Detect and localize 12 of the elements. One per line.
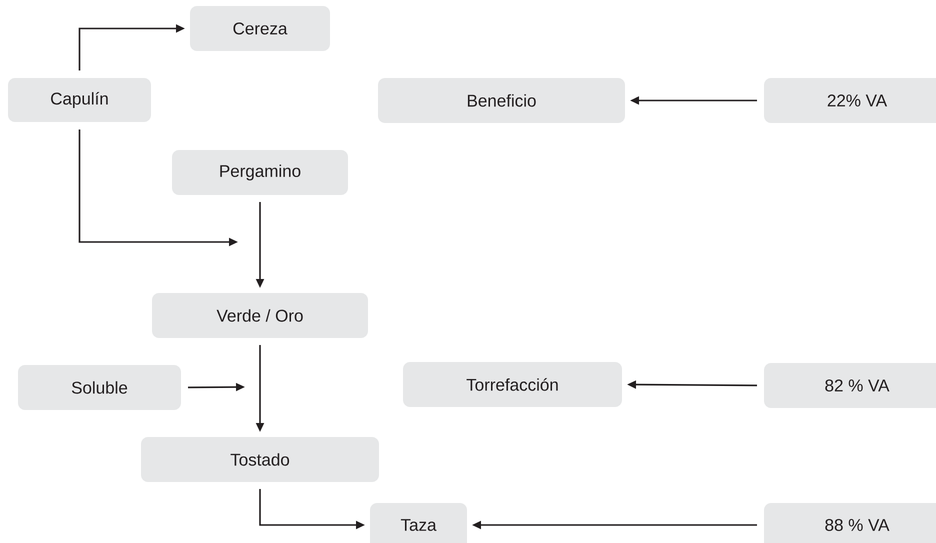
process-box: 82 % VA bbox=[764, 363, 936, 408]
process-box: Capulín bbox=[8, 78, 151, 122]
process-box: Cereza bbox=[190, 6, 330, 51]
process-box: Pergamino bbox=[172, 150, 348, 195]
process-box: Beneficio bbox=[378, 78, 625, 123]
process-box: Taza bbox=[370, 503, 467, 543]
process-box: Soluble bbox=[18, 365, 181, 410]
process-box: 88 % VA bbox=[764, 503, 936, 543]
process-box: Tostado bbox=[141, 437, 379, 482]
process-box: Torrefacción bbox=[403, 362, 622, 407]
process-box: 22% VA bbox=[764, 78, 936, 123]
process-box: Verde / Oro bbox=[152, 293, 368, 338]
